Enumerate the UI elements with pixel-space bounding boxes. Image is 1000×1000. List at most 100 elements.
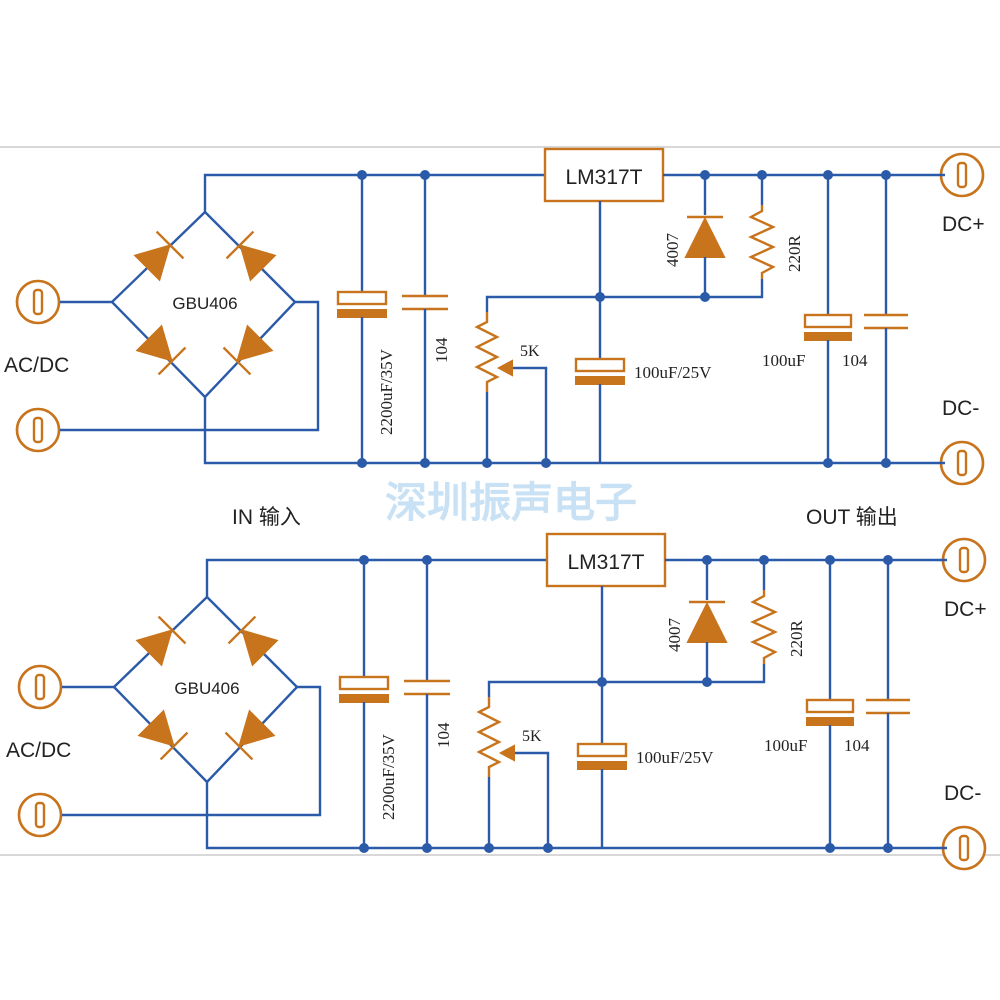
junction-dot [825, 843, 835, 853]
pot-resistor [476, 697, 502, 777]
c104out-label: 104 [842, 351, 868, 370]
bridge-diode [135, 324, 187, 376]
diode-body [133, 244, 171, 282]
junction-dot [359, 843, 369, 853]
input-label: AC/DC [6, 739, 71, 762]
resistor-label: 220R [785, 235, 804, 273]
c104in-label: 104 [434, 722, 453, 748]
res-wire-bottom [602, 664, 766, 684]
bridge-diode [133, 230, 185, 282]
junction-dot [823, 458, 833, 468]
junction-dot [597, 677, 607, 687]
cin-label: 2200uF/35V [377, 348, 396, 435]
cout-label: 100uF [762, 351, 805, 370]
junction-dot [881, 458, 891, 468]
junction-dot [357, 458, 367, 468]
diode-cathode-bar [159, 731, 189, 761]
positive-rail [203, 173, 545, 212]
positive-rail [205, 558, 547, 597]
diode-body [135, 629, 173, 667]
terminal-slot [34, 673, 46, 701]
pot-wire-top [487, 680, 602, 697]
diode-cathode-bar [227, 615, 257, 645]
resistor-label: 220R [787, 620, 806, 658]
terminal-slot [32, 416, 44, 444]
resistor-220r [750, 590, 778, 664]
junction-dot [420, 458, 430, 468]
junction-dot [883, 555, 893, 565]
diode-cathode-bar [157, 346, 187, 376]
output-negative-label: DC- [944, 782, 981, 805]
pot-wiper-wire [514, 751, 550, 755]
junction-dot [420, 170, 430, 180]
junction-dot [359, 555, 369, 565]
terminal-slot [958, 834, 970, 862]
regulator-box [543, 147, 665, 203]
cadj-plate-negative [577, 761, 627, 770]
cadj-plate-negative [575, 376, 625, 385]
c104out-label: 104 [844, 736, 870, 755]
junction-dot [482, 458, 492, 468]
junction-dot [825, 555, 835, 565]
diode-label: 4007 [663, 233, 682, 268]
cout-plate-positive [803, 313, 853, 329]
bridge-label: GBU406 [174, 679, 239, 698]
junction-dot [484, 843, 494, 853]
bridge-diode [222, 324, 274, 376]
bridge-diode [224, 709, 276, 761]
ground-rail [203, 397, 945, 465]
cin-plate-positive [338, 675, 390, 691]
junction-dot [541, 458, 551, 468]
output-negative-label: DC- [942, 397, 979, 420]
protect-diode-body [684, 216, 726, 258]
junction-dot [543, 843, 553, 853]
pot-wiper-arrow [498, 744, 515, 762]
diode-cathode-bar [155, 230, 185, 260]
diode-body [135, 324, 173, 362]
junction-dot [700, 292, 710, 302]
cout-plate-negative [806, 717, 854, 726]
cin-plate-positive [336, 290, 388, 306]
junction-dot [422, 555, 432, 565]
section-label-input: IN 输入 [232, 506, 301, 529]
cin-plate-negative [339, 694, 389, 703]
pot-label: 5K [520, 343, 540, 360]
diode-cathode-bar [157, 615, 187, 645]
resistor-220r [748, 205, 776, 279]
diode-body [238, 709, 276, 747]
pot-wiper-arrow [496, 359, 513, 377]
output-positive-label: DC+ [942, 213, 985, 236]
c104in-label: 104 [432, 337, 451, 363]
diode-body [137, 709, 175, 747]
cout-plate-positive [805, 698, 855, 714]
junction-dot [422, 843, 432, 853]
junction-dot [757, 170, 767, 180]
pot-resistor [474, 312, 500, 392]
junction-dot [883, 843, 893, 853]
diode-cathode-bar [222, 346, 252, 376]
junction-dot [357, 170, 367, 180]
pot-label: 5K [522, 728, 542, 745]
pot-wire-top [485, 295, 600, 312]
junction-dot [702, 555, 712, 565]
cout-plate-negative [804, 332, 852, 341]
diode-cathode-bar [225, 230, 255, 260]
ground-rail [205, 782, 947, 850]
section-label-output: OUT 输出 [806, 506, 898, 529]
res-wire-bottom [600, 279, 764, 299]
diode-body [239, 244, 277, 282]
bridge-diode [227, 615, 279, 667]
cin-label: 2200uF/35V [379, 733, 398, 820]
watermark: 深圳振声电子 [385, 478, 637, 527]
junction-dot [595, 292, 605, 302]
cadj-label: 100uF/25V [634, 363, 712, 382]
cout-label: 100uF [764, 736, 807, 755]
bridge-diode [135, 615, 187, 667]
diode-body [236, 324, 274, 362]
cin-plate-negative [337, 309, 387, 318]
bridge-label: GBU406 [172, 294, 237, 313]
